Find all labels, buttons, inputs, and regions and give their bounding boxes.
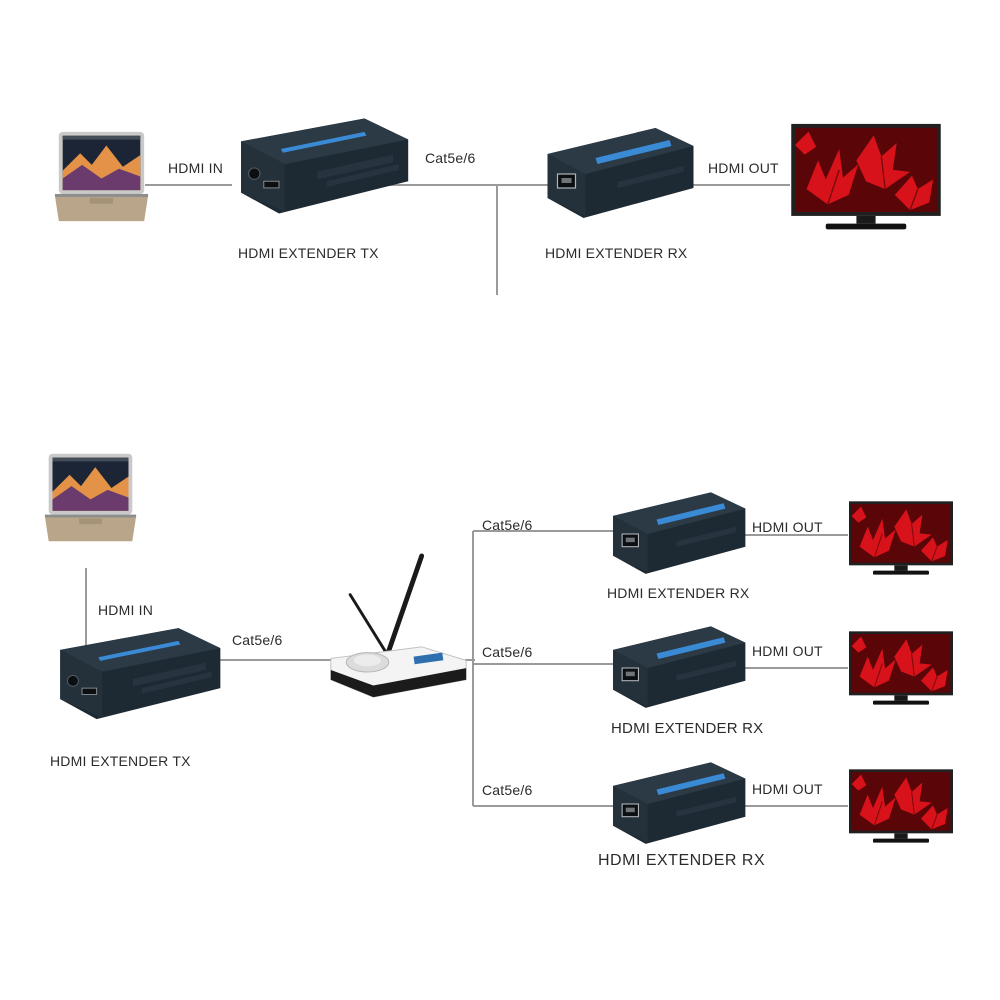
extender-rx-icon (613, 626, 745, 708)
hdmi-out-label: HDMI OUT (752, 643, 823, 659)
laptop-icon (45, 454, 136, 541)
cable-label: Cat5e/6 (482, 782, 532, 798)
rx-label: HDMI EXTENDER RX (607, 585, 749, 601)
hdmi-in-label: HDMI IN (168, 160, 223, 176)
hdmi-out-label: HDMI OUT (752, 519, 823, 535)
rx-label: HDMI EXTENDER RX (598, 852, 765, 870)
tv-icon (849, 631, 953, 704)
cable-label: Cat5e/6 (232, 632, 282, 648)
rx-label: HDMI EXTENDER RX (545, 245, 687, 261)
cable-label: Cat5e/6 (482, 517, 532, 533)
extender-tx-icon (60, 628, 220, 719)
tx-label: HDMI EXTENDER TX (238, 245, 379, 261)
tv-icon (849, 501, 953, 574)
extender-rx-icon (548, 128, 694, 218)
hdmi-out-label: HDMI OUT (708, 160, 779, 176)
hdmi-in-label: HDMI IN (98, 602, 153, 618)
tv-icon (791, 124, 941, 229)
laptop-icon (55, 132, 148, 221)
cable-label: Cat5e/6 (482, 644, 532, 660)
extender-rx-icon (613, 762, 745, 844)
wireless-router-icon (331, 556, 466, 697)
rx-label: HDMI EXTENDER RX (611, 720, 763, 737)
extender-rx-icon (613, 492, 745, 574)
extender-tx-icon (241, 119, 408, 214)
hdmi-out-label: HDMI OUT (752, 781, 823, 797)
cable-label: Cat5e/6 (425, 150, 475, 166)
tv-icon (849, 769, 953, 842)
tx-label: HDMI EXTENDER TX (50, 753, 191, 769)
